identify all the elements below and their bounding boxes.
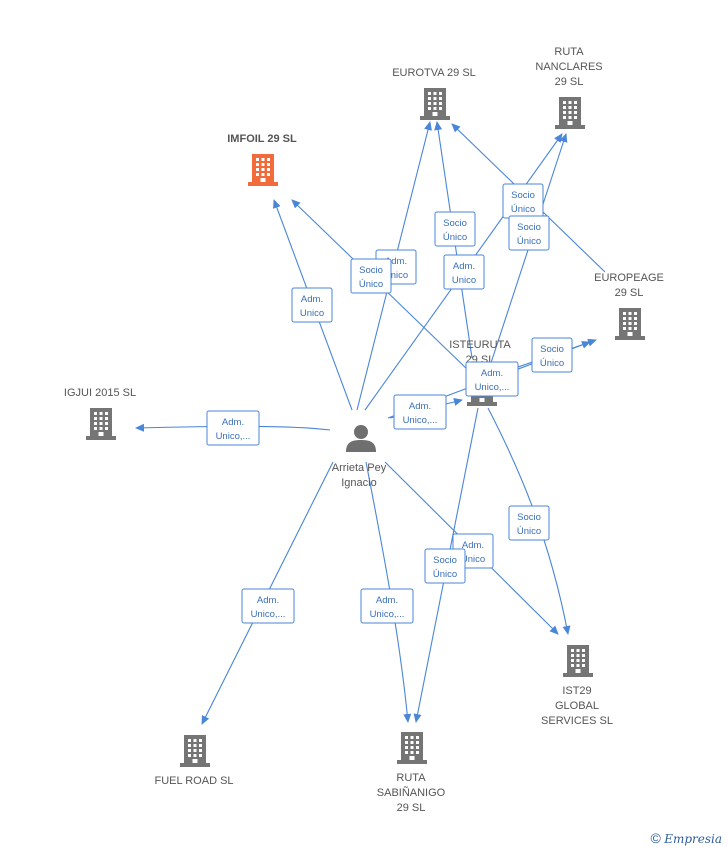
company-label: SABIÑANIGO	[377, 786, 446, 799]
edge-label-line: Unico,...	[251, 609, 286, 620]
edge-label-line: Unico	[461, 554, 485, 565]
edge-label-isteuruta-eurotva[interactable]: Socio Único	[434, 211, 476, 247]
person-node[interactable]: Arrieta Pey Ignacio	[332, 425, 387, 489]
building-icon	[615, 308, 645, 340]
edge-label-line: Socio	[517, 512, 541, 523]
edge-label-line: Adm.	[301, 294, 323, 305]
company-label: FUEL ROAD SL	[154, 775, 233, 787]
building-icon	[563, 645, 593, 677]
edge-label-line: Unico,...	[403, 415, 438, 426]
edge-label-line: Único	[540, 358, 564, 369]
company-label: 29 SL	[397, 802, 426, 814]
company-node-fuel-road[interactable]: FUEL ROAD SL	[154, 735, 234, 787]
edge-label-line: Único	[517, 236, 541, 247]
edge-label-line: Adm.	[222, 417, 244, 428]
edge-label-person-igjui[interactable]: Adm. Unico,...	[206, 410, 260, 446]
edge-isteuruta-nanclares	[487, 133, 568, 373]
company-node-imfoil[interactable]: IMFOIL 29 SL	[227, 133, 297, 186]
building-icon	[420, 88, 450, 120]
company-label: 29 SL	[615, 287, 644, 299]
edge-label-line: Único	[511, 204, 535, 215]
edge-label-line: Socio	[443, 218, 467, 229]
edge-label-line: Socio	[517, 222, 541, 233]
edge-label-line: Socio	[540, 344, 564, 355]
building-icon	[248, 154, 278, 186]
edge-label-line: Socio	[359, 265, 383, 276]
edge-label-line: Socio	[433, 555, 457, 566]
footer-watermark: © Empresia	[651, 830, 722, 846]
company-node-igjui[interactable]: IGJUI 2015 SL	[64, 387, 136, 440]
company-label: GLOBAL	[555, 700, 599, 712]
edge-label-line: Adm.	[462, 540, 484, 551]
edge-label-isteuruta-ist29[interactable]: Socio Único	[508, 505, 550, 541]
edge-label-line: Único	[443, 232, 467, 243]
edge-label-person-isteuruta[interactable]: Adm. Unico,...	[393, 394, 447, 430]
edge-label-line: Adm.	[385, 256, 407, 267]
company-node-ruta-sabinanigo[interactable]: RUTA SABIÑANIGO 29 SL	[377, 732, 446, 814]
company-label: ISTEURUTA	[449, 339, 511, 351]
company-label: RUTA	[554, 46, 584, 58]
person-icon	[346, 425, 376, 452]
edge-label-line: Socio	[511, 190, 535, 201]
company-label: IGJUI 2015 SL	[64, 387, 136, 399]
edge-label-line: Unico	[452, 275, 476, 286]
edge-label-person-europeage[interactable]: Adm. Unico,...	[465, 361, 519, 397]
company-node-ruta-nanclares[interactable]: RUTA NANCLARES 29 SL	[535, 46, 603, 129]
edge-label-line: Adm.	[409, 401, 431, 412]
edge-label-person-sabinanigo[interactable]: Adm. Unico,...	[360, 588, 414, 624]
company-node-europeage[interactable]: EUROPEAGE 29 SL	[594, 272, 664, 340]
building-icon	[397, 732, 427, 764]
edge-label-line: Único	[517, 526, 541, 537]
company-label: IST29	[562, 685, 591, 697]
edge-label-line: Adm.	[257, 595, 279, 606]
edge-label-line: Unico	[384, 270, 408, 281]
building-icon	[180, 735, 210, 767]
company-label: EUROTVA 29 SL	[392, 67, 476, 79]
person-name: Arrieta Pey	[332, 462, 387, 474]
company-label: SERVICES SL	[541, 715, 613, 727]
edge-label-person-nanclares[interactable]: Adm. Unico	[443, 254, 485, 290]
edge-label-line: Unico,...	[216, 431, 251, 442]
company-label: NANCLARES	[535, 61, 602, 73]
company-label: IMFOIL 29 SL	[227, 133, 297, 145]
edge-label-isteuruta-sabinanigo[interactable]: Socio Único	[424, 548, 466, 584]
company-node-ist29[interactable]: IST29 GLOBAL SERVICES SL	[541, 645, 613, 727]
edge-label-line: Adm.	[376, 595, 398, 606]
company-label: EUROPEAGE	[594, 272, 664, 284]
company-label: 29 SL	[555, 76, 584, 88]
edge-label-person-imfoil[interactable]: Adm. Unico	[291, 287, 333, 323]
building-icon	[86, 408, 116, 440]
brand-logo: Empresia	[664, 832, 722, 846]
edge-label-line: Único	[359, 279, 383, 290]
building-icon	[555, 97, 585, 129]
company-node-eurotva[interactable]: EUROTVA 29 SL	[392, 67, 476, 120]
edge-label-line: Unico	[300, 308, 324, 319]
edge-label-isteuruta-imfoil[interactable]: Socio Único	[350, 258, 392, 294]
edge-label-person-fuelroad[interactable]: Adm. Unico,...	[241, 588, 295, 624]
edge-label-line: Adm.	[453, 261, 475, 272]
person-name: Ignacio	[341, 477, 376, 489]
edge-label-isteuruta-nanclares[interactable]: Socio Único	[508, 215, 550, 251]
copyright-icon: ©	[650, 830, 661, 846]
edge-label-line: Adm.	[481, 368, 503, 379]
edge-label-isteuruta-europeage[interactable]: Socio Único	[531, 337, 573, 373]
edge-label-line: Unico,...	[370, 609, 405, 620]
edge-label-line: Único	[433, 569, 457, 580]
edge-label-line: Unico,...	[475, 382, 510, 393]
company-label: RUTA	[396, 772, 426, 784]
edge-label-europeage-nanclares[interactable]: Socio Único	[502, 183, 544, 219]
